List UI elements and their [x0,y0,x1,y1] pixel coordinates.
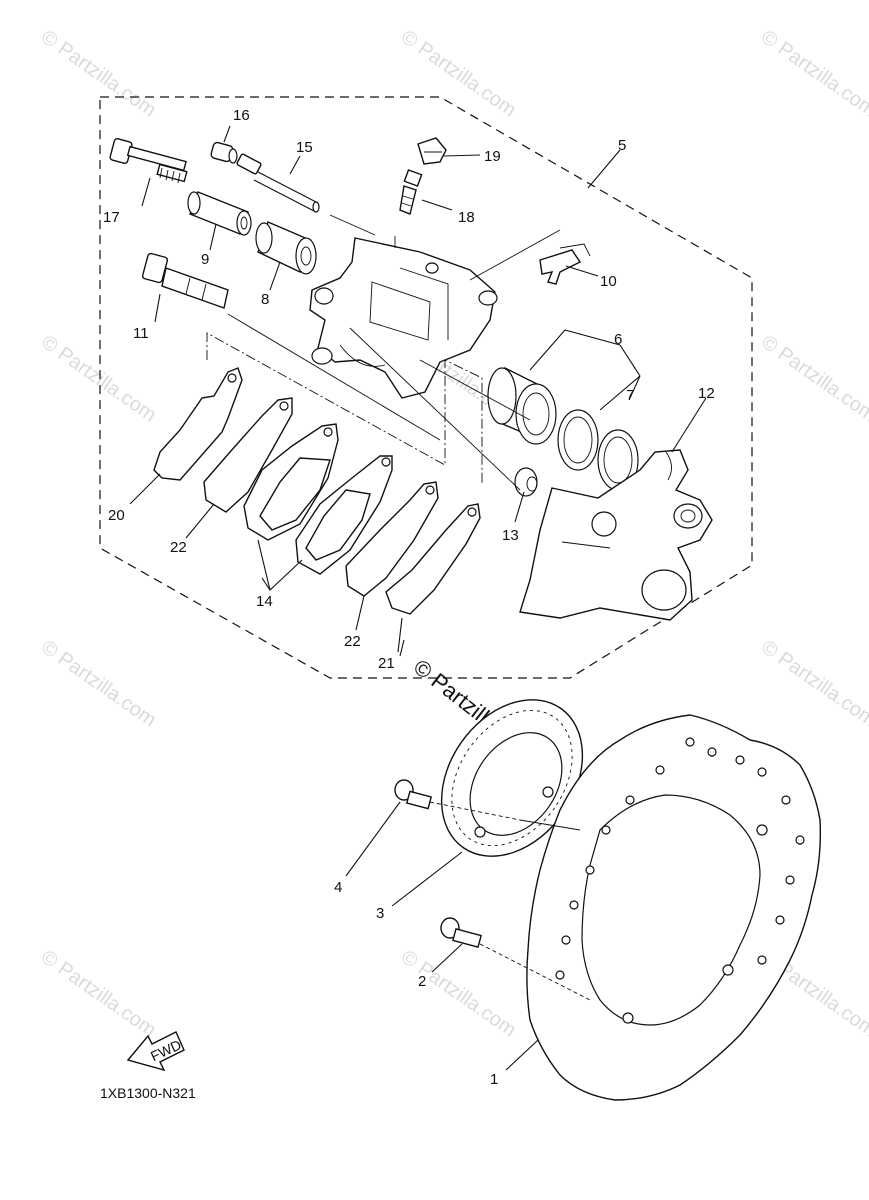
watermark: © Partzilla.com [37,26,160,121]
callout-22a: 22 [170,539,187,556]
boot-8 [255,221,317,275]
callout-14: 14 [256,593,273,610]
shim-20 [153,367,243,481]
spring-10 [539,243,591,285]
watermark: © Partzilla.com [397,26,520,121]
sleeve-9 [187,191,252,236]
callout-6: 6 [614,331,622,348]
piston-6 [487,366,557,445]
watermark: © Partzilla.com [37,636,160,731]
bleed-screw-18 [399,169,423,215]
boot-13 [514,467,538,497]
callout-18: 18 [458,209,475,226]
watermark: © Partzilla.com [757,636,869,731]
watermark: © Partzilla.com [397,946,520,1041]
bolt-4 [394,779,433,810]
callout-8: 8 [261,291,269,308]
callout-13: 13 [502,527,519,544]
caliper-body [309,236,498,399]
callout-21: 21 [378,655,395,672]
bleeder-cap-19 [417,137,447,165]
callout-7: 7 [626,387,634,404]
diagram-code: 1XB1300-N321 [100,1085,196,1101]
bracket-12 [519,449,713,621]
callout-1: 1 [490,1071,498,1088]
callout-15: 15 [296,139,313,156]
callout-22b: 22 [344,633,361,650]
sensor-ring-3 [440,699,584,857]
bolt-17 [109,138,188,184]
callout-12: 12 [698,385,715,402]
callout-10: 10 [600,273,617,290]
bolt-11 [141,252,229,309]
brake-pads-14 [243,423,393,575]
pad-kit-bracket [206,332,483,485]
shim-21 [385,503,481,615]
pin-15 [236,153,320,213]
callout-17: 17 [103,209,120,226]
callouts: 1 2 3 4 5 6 7 8 9 10 11 12 13 14 15 16 1… [103,107,715,1088]
callout-4: 4 [334,879,342,896]
bolt-2 [440,917,482,949]
callout-19: 19 [484,148,501,165]
callout-3: 3 [376,905,384,922]
callout-20: 20 [108,507,125,524]
watermark: © Partzilla.com [37,331,160,426]
watermark: © Partzilla.com [757,26,869,121]
watermark: © Partzilla.com [37,946,160,1041]
callout-2: 2 [418,973,426,990]
callout-5: 5 [618,137,626,154]
fwd-label: FWD [148,1036,184,1064]
callout-9: 9 [201,251,209,268]
callout-11: 11 [133,325,149,342]
callout-16: 16 [233,107,250,124]
seals-7 [557,409,639,491]
brake-disc-1 [526,714,821,1101]
cap-16 [210,141,238,164]
shim-22-left [203,397,293,513]
leader-lines [129,125,707,1071]
watermark: © Partzilla.com [757,331,869,426]
fwd-arrow: FWD [126,1031,185,1072]
